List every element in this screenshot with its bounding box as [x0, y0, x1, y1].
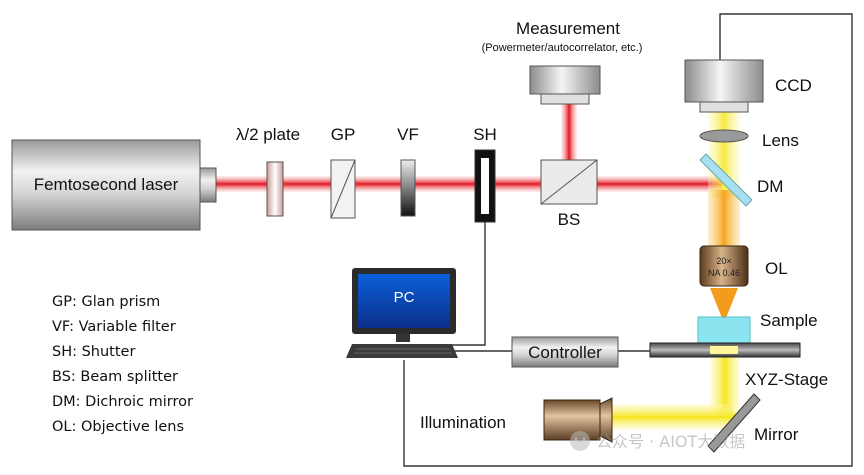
- pc: PC: [346, 268, 458, 358]
- sample-label: Sample: [760, 311, 818, 330]
- watermark-text: 公众号 · AIOT大数据: [596, 432, 745, 451]
- legend-item-bs: BS: Beam splitter: [52, 369, 178, 385]
- beam-splitter: BS: [540, 159, 598, 229]
- femtosecond-laser: Femtosecond laser: [11, 139, 217, 231]
- objective-marking-1: 20×: [716, 256, 731, 266]
- objective-lens-label: OL: [765, 259, 788, 278]
- shutter-label: SH: [473, 125, 497, 144]
- legend-item-sh: SH: Shutter: [52, 344, 135, 360]
- legend-item-vf: VF: Variable filter: [52, 319, 176, 335]
- illumination-label: Illumination: [420, 413, 506, 432]
- mirror: Mirror: [707, 393, 799, 453]
- controller-label: Controller: [528, 343, 602, 362]
- focused-beam-cone: [710, 288, 738, 318]
- illumination-source: Illumination: [420, 397, 613, 443]
- controller: Controller: [511, 336, 619, 368]
- variable-filter-label: VF: [397, 125, 419, 144]
- half-wave-plate-label: λ/2 plate: [236, 125, 300, 144]
- legend-item-gp: GP: Glan prism: [52, 294, 160, 310]
- illumination-beam-horizontal: [610, 404, 740, 430]
- dichroic-mirror: DM: [699, 153, 783, 207]
- sample: Sample: [697, 311, 818, 344]
- legend-item-ol: OL: Objective lens: [52, 419, 184, 435]
- ccd-camera: CCD: [684, 59, 812, 113]
- variable-filter: VF: [397, 125, 419, 217]
- measurement-device: Measurement (Powermeter/autocorrelator, …: [482, 19, 643, 105]
- objective-lens: 20× NA 0.46 OL: [699, 245, 788, 287]
- dichroic-mirror-label: DM: [757, 177, 783, 196]
- pc-label: PC: [394, 289, 415, 306]
- lens: Lens: [699, 129, 799, 150]
- ccd-label: CCD: [775, 76, 812, 95]
- xyz-stage-label: XYZ-Stage: [745, 370, 828, 389]
- abbreviation-legend: GP: Glan prism VF: Variable filter SH: S…: [52, 294, 193, 435]
- legend-item-dm: DM: Dichroic mirror: [52, 394, 193, 410]
- measurement-note: (Powermeter/autocorrelator, etc.): [482, 42, 643, 54]
- half-wave-plate: λ/2 plate: [236, 125, 300, 217]
- watermark: 公众号 · AIOT大数据: [570, 431, 745, 451]
- shutter: SH: [473, 125, 497, 223]
- beam-splitter-label: BS: [558, 210, 581, 229]
- measurement-label: Measurement: [516, 19, 620, 38]
- glan-prism-label: GP: [331, 125, 356, 144]
- xyz-stage: XYZ-Stage: [649, 342, 828, 389]
- objective-marking-2: NA 0.46: [708, 268, 740, 278]
- glan-prism: GP: [330, 125, 356, 219]
- mirror-label: Mirror: [754, 425, 799, 444]
- laser-label: Femtosecond laser: [34, 175, 179, 194]
- lens-label: Lens: [762, 131, 799, 150]
